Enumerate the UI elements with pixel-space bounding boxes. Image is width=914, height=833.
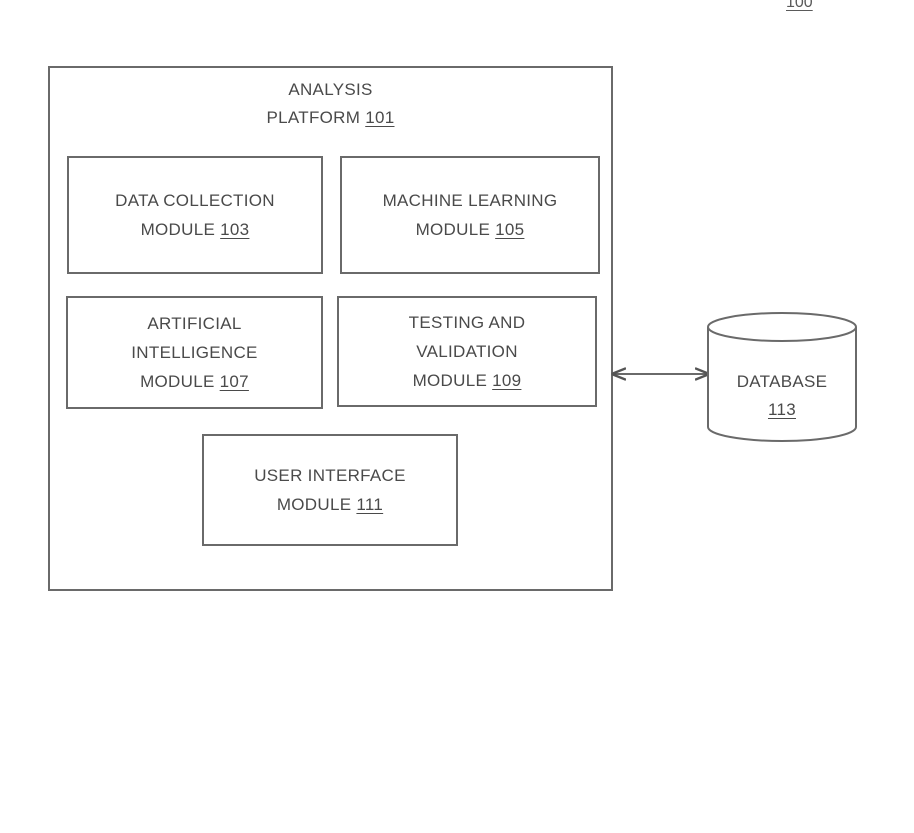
database-label: DATABASE 113 [708, 368, 856, 424]
database-label-line1: DATABASE [708, 368, 856, 396]
database-ref: 113 [708, 396, 856, 424]
